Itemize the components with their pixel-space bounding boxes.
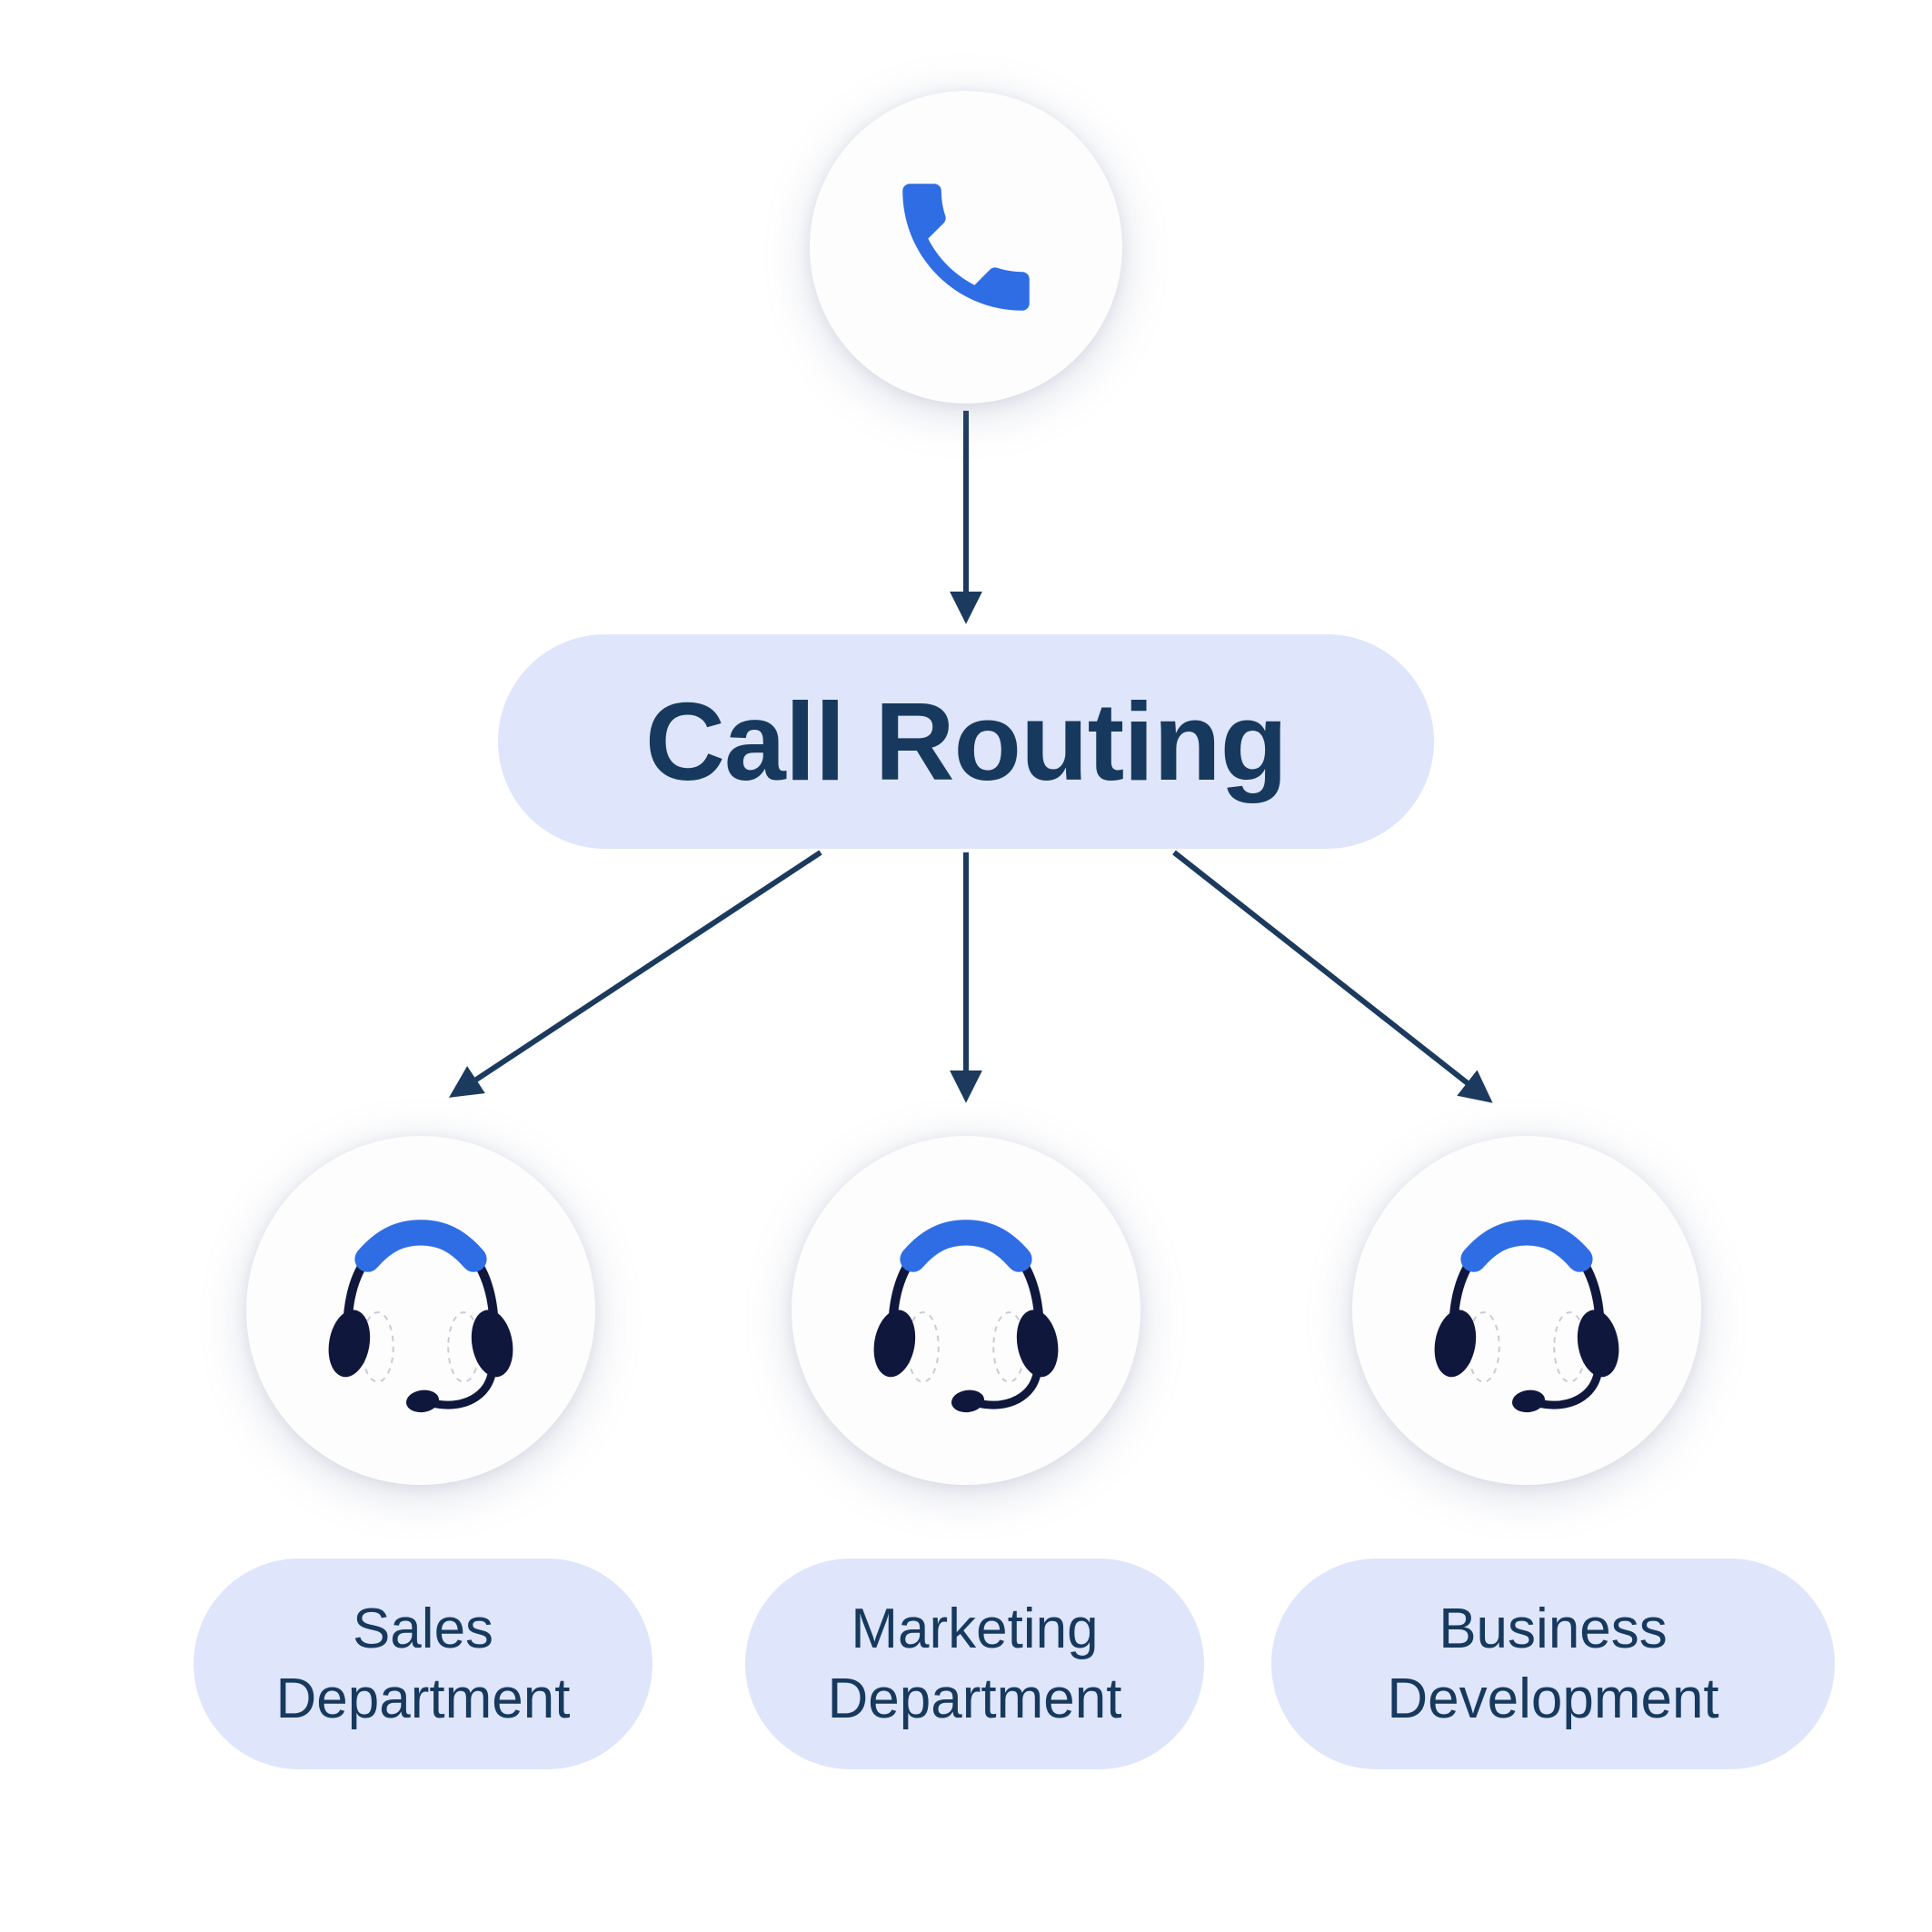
business-development-label-line1: Business [1439,1597,1668,1660]
business-development-label-line2: Development [1387,1668,1719,1730]
headset-icon [328,1220,513,1413]
marketing-department-label-line2: Department [827,1668,1122,1730]
agent-node-sales [246,1136,595,1485]
call-routing-label: Call Routing [644,680,1288,803]
arrow-router-to-sales [448,850,822,1098]
marketing-department-label-line1: Marketing [851,1597,1099,1660]
marketing-department-pill: Marketing Department [745,1559,1204,1769]
sales-department-pill: Sales Department [194,1559,652,1769]
headset-icon [1434,1220,1619,1413]
agent-node-business [1352,1136,1701,1485]
agent-node-marketing [792,1136,1140,1485]
sales-department-label-line1: Sales [352,1597,494,1660]
arrow-router-to-business [1172,850,1493,1103]
sales-department-label-line2: Department [275,1668,571,1730]
headset-icon [873,1220,1059,1413]
phone-icon [902,184,1030,311]
call-routing-pill: Call Routing [498,634,1434,849]
incoming-call-node [810,91,1122,403]
business-development-pill: Business Development [1271,1559,1835,1769]
